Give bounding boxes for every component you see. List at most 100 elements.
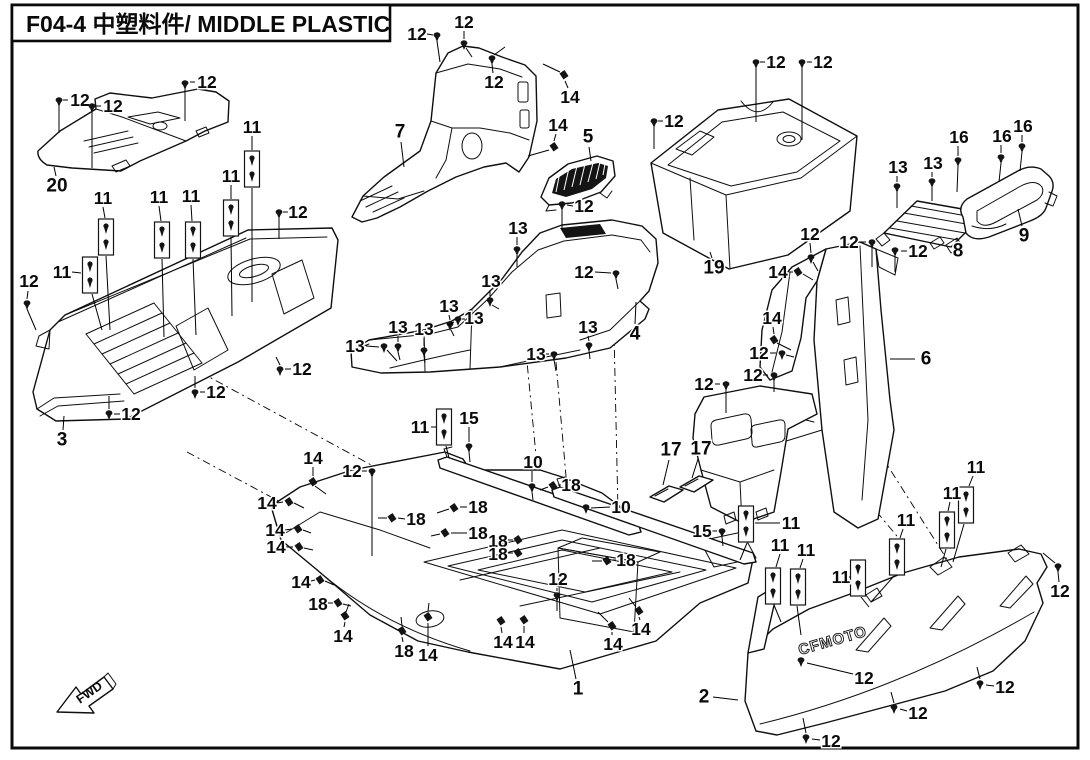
fastener-number-label: 10 xyxy=(611,497,631,517)
fastener-callout-11: 11 xyxy=(51,256,103,331)
fastener-callout-14: 14 xyxy=(628,597,652,641)
fastener-number-label: 12 xyxy=(288,202,308,222)
part-5 xyxy=(540,155,616,212)
fastener-number-label: 18 xyxy=(468,523,488,543)
part-7 xyxy=(351,45,538,223)
fastener-callout-14: 14 xyxy=(492,616,514,654)
fastener-callout-14: 14 xyxy=(290,571,335,594)
fastener-callout-11: 11 xyxy=(92,187,115,331)
fastener-callout-14: 14 xyxy=(417,602,439,667)
fastener-callout-12: 12 xyxy=(1042,552,1071,603)
part-callout-19: 19 xyxy=(702,251,726,280)
part-callout-8: 8 xyxy=(951,239,965,263)
fastener-number-label: 18 xyxy=(394,641,414,661)
fastener-callout-13: 13 xyxy=(525,343,558,372)
part-callout-5: 5 xyxy=(581,125,595,162)
part-number-label: 4 xyxy=(630,324,641,345)
fastener-callout-12: 12 xyxy=(976,666,1016,699)
part-number-label: 6 xyxy=(921,349,932,370)
fastener-number-label: 13 xyxy=(464,308,484,328)
fastener-callout-12: 12 xyxy=(797,657,875,690)
part-callout-4: 4 xyxy=(628,301,642,346)
fastener-callout-13: 13 xyxy=(387,316,409,361)
fastener-callout-12: 12 xyxy=(191,376,227,404)
fastener-callout-11: 11 xyxy=(148,186,171,338)
part-number-label: 17 xyxy=(690,439,711,460)
fastener-number-label: 12 xyxy=(407,24,427,44)
fastener-callout-18: 18 xyxy=(436,496,489,519)
fastener-number-label: 18 xyxy=(468,497,488,517)
fastener-number-label: 14 xyxy=(303,448,323,468)
fastener-number-label: 14 xyxy=(257,493,277,513)
fastener-callout-13: 13 xyxy=(480,270,502,310)
fastener-number-label: 12 xyxy=(484,72,504,92)
fastener-callout-11: 11 xyxy=(220,165,242,317)
fastener-callout-11: 11 xyxy=(764,534,791,623)
fastener-callout-13: 13 xyxy=(344,335,398,362)
fastener-number-label: 12 xyxy=(103,96,123,116)
fastener-number-label: 12 xyxy=(574,196,594,216)
fastener-number-label: 18 xyxy=(308,594,328,614)
fastener-number-label: 12 xyxy=(813,52,833,72)
fastener-callout-14: 14 xyxy=(767,261,814,284)
fastener-callout-18: 18 xyxy=(592,549,637,572)
fastener-callout-15: 15 xyxy=(691,520,726,547)
part-number-label: 3 xyxy=(57,430,68,451)
fastener-number-label: 12 xyxy=(206,382,226,402)
part-10 xyxy=(437,446,757,565)
part-callout-9: 9 xyxy=(1017,208,1031,248)
part-callout-17: 17 xyxy=(689,437,713,479)
fastener-callout-18: 18 xyxy=(539,474,582,497)
fastener-number-label: 12 xyxy=(766,52,786,72)
fastener-number-label: 12 xyxy=(292,359,312,379)
fastener-callout-13: 13 xyxy=(887,156,909,208)
fastener-callout-14: 14 xyxy=(264,519,312,542)
fastener-number-label: 18 xyxy=(406,509,426,529)
part-number-label: 5 xyxy=(583,127,594,148)
fastener-callout-12: 12 xyxy=(838,231,876,267)
part-6 xyxy=(692,241,899,529)
fastener-number-label: 11 xyxy=(243,117,262,137)
fastener-number-label: 18 xyxy=(488,531,508,551)
fastener-callout-18: 18 xyxy=(430,522,489,545)
fastener-number-label: 10 xyxy=(523,452,543,472)
fastener-callout-12: 12 xyxy=(752,51,787,122)
part-callout-7: 7 xyxy=(393,120,407,168)
fastener-number-label: 12 xyxy=(574,262,594,282)
fastener-callout-14: 14 xyxy=(761,307,792,351)
fastener-callout-15: 15 xyxy=(458,407,480,463)
fastener-callout-18: 18 xyxy=(393,616,415,663)
part-callout-20: 20 xyxy=(45,166,69,198)
fastener-number-label: 12 xyxy=(908,703,928,723)
fastener-number-label: 11 xyxy=(182,186,201,206)
fastener-number-label: 13 xyxy=(508,218,528,238)
fastener-number-label: 12 xyxy=(70,90,90,110)
fastener-number-label: 12 xyxy=(854,668,874,688)
fastener-callout-12: 12 xyxy=(88,95,124,168)
fastener-callout-12: 12 xyxy=(573,261,620,290)
fastener-callout-16: 16 xyxy=(1012,115,1034,172)
fastener-number-label: 12 xyxy=(839,232,859,252)
fastener-number-label: 13 xyxy=(439,296,459,316)
fastener-number-label: 12 xyxy=(694,374,714,394)
fastener-number-label: 13 xyxy=(388,317,408,337)
fastener-number-label: 13 xyxy=(923,153,943,173)
fastener-number-label: 14 xyxy=(291,572,311,592)
part-number-label: 1 xyxy=(573,679,584,700)
fastener-number-label: 11 xyxy=(797,540,816,560)
fastener-number-label: 18 xyxy=(488,544,508,564)
fastener-callout-12: 12 xyxy=(742,364,778,392)
part-callout-3: 3 xyxy=(55,415,69,452)
part-number-label: 8 xyxy=(953,241,964,262)
fastener-number-label: 16 xyxy=(949,127,969,147)
fastener-number-label: 14 xyxy=(266,537,286,557)
fastener-callout-12: 12 xyxy=(650,110,685,149)
part-19 xyxy=(650,98,858,270)
fastener-number-label: 11 xyxy=(943,483,962,503)
fastener-callout-12: 12 xyxy=(341,460,376,556)
fastener-number-label: 16 xyxy=(1013,116,1033,136)
fastener-callout-18: 18 xyxy=(487,543,523,566)
part-number-label: 20 xyxy=(46,176,67,197)
fastener-callout-13: 13 xyxy=(922,152,944,201)
fastener-number-label: 11 xyxy=(94,188,113,208)
